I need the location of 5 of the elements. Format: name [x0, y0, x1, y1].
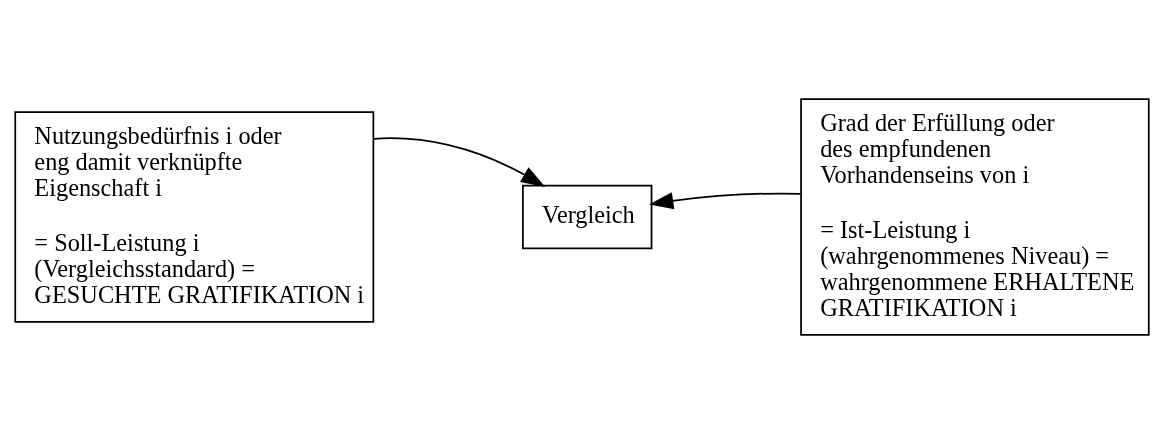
arrow: [648, 191, 802, 209]
node-box: Vergleich: [522, 184, 653, 249]
arrow: [373, 136, 546, 187]
node-box: Grad der Erfüllung oder des empfundenen Vorhandenseins von i = Ist-Leistung i (wahrgenommenes Niveau) = wahrgenommene ERHALTENE GRATIFIKATION i: [800, 97, 1150, 336]
node-box: Nutzungsbedürfnis i oder eng damit verknüpfte Eigenschaft i = Soll-Leistung i (Vergleichsstandard) = GESUCHTE GRATIFIKATION i: [14, 110, 375, 323]
